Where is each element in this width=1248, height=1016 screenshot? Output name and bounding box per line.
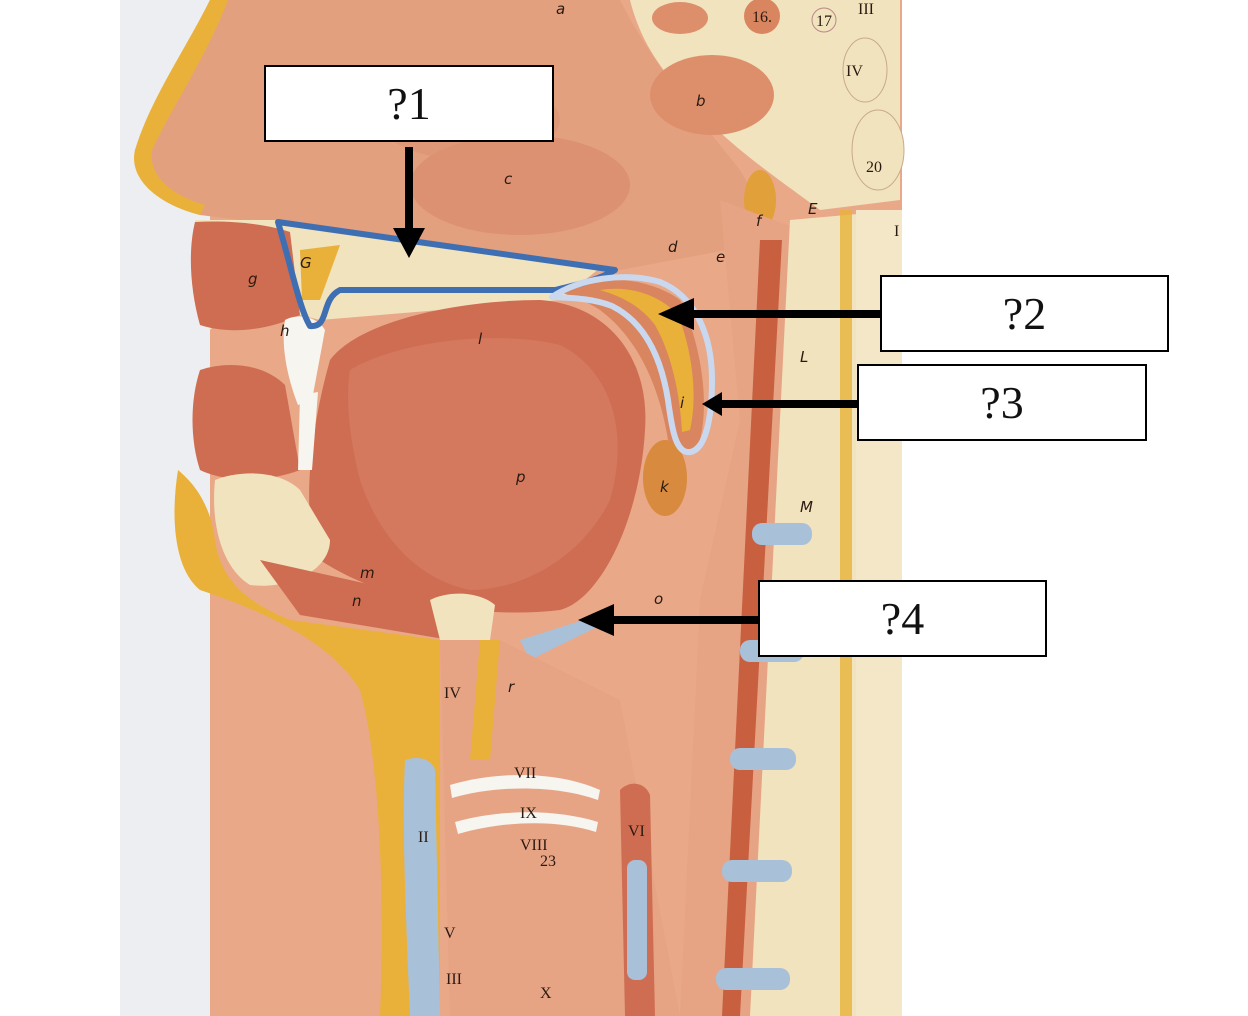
model-numeral: IX — [520, 805, 537, 822]
pituitary — [744, 0, 780, 34]
bone-nodule — [811, 7, 837, 33]
thyroid-cartilage — [403, 758, 440, 1016]
soft-palate-gland — [600, 288, 694, 432]
epiglottic-fat — [470, 640, 500, 760]
model-letter: b — [696, 92, 706, 110]
model-letter: h — [280, 322, 290, 340]
model-numeral: 23 — [540, 853, 556, 870]
arrow-3 — [702, 392, 857, 416]
model-letter: a — [556, 0, 565, 18]
callout-box-4: ?4 — [758, 580, 1047, 657]
model-letter: o — [654, 590, 663, 608]
lower-incisor — [298, 392, 318, 470]
palatine-tonsil — [643, 440, 687, 516]
model-letter: L — [800, 348, 808, 366]
callout-label: ?2 — [1002, 288, 1047, 339]
model-letter: r — [508, 678, 515, 696]
model-letter: d — [668, 238, 678, 256]
model-letter: m — [360, 564, 375, 582]
arrow-2 — [658, 298, 880, 330]
sinus-upper — [652, 2, 708, 34]
arrow-1 — [393, 147, 425, 258]
model-numeral: 16. — [752, 9, 772, 26]
arrow-4 — [578, 604, 758, 636]
model-letter: M — [800, 498, 813, 516]
model-numeral: 20 — [866, 159, 882, 176]
nasal-skin — [134, 0, 228, 215]
brainstem-part — [842, 37, 888, 103]
clivus — [851, 109, 905, 191]
cricoid-cartilage — [627, 860, 647, 980]
hyoid-bone — [430, 593, 495, 640]
model-letter: p — [515, 468, 526, 486]
model-numeral: X — [540, 985, 552, 1002]
model-letter: f — [756, 212, 764, 230]
model-numeral: VII — [514, 765, 536, 782]
geniohyoid-muscle — [260, 560, 450, 640]
larynx — [440, 640, 680, 1016]
vocal-fold — [455, 812, 598, 834]
model-letters: a b c d e f G g h i k l p m n o r E L M — [248, 0, 818, 696]
callout-box-2: ?2 — [880, 275, 1169, 352]
model-letter: n — [352, 592, 362, 610]
model-numerals: 16. 17 III IV 20 I IV VII IX VIII II V I… — [418, 1, 899, 1002]
middle-concha — [410, 135, 630, 235]
upper-lip — [190, 221, 300, 331]
model-numeral: 17 — [816, 13, 832, 30]
model-letter: e — [716, 248, 725, 266]
model-numeral: IV — [444, 685, 461, 702]
mandible — [214, 473, 330, 586]
model-letter: l — [478, 330, 483, 348]
callout-label: ?1 — [387, 78, 431, 129]
model-numeral: V — [444, 925, 456, 942]
callout-label: ?4 — [880, 593, 925, 644]
model-letter: G — [300, 254, 312, 272]
model-letter: k — [660, 478, 670, 496]
lower-lip — [192, 365, 300, 480]
model-numeral: I — [894, 223, 899, 240]
upper-incisor — [283, 316, 325, 405]
model-numeral: VIII — [520, 837, 548, 854]
callout-box-1: ?1 — [264, 65, 554, 142]
model-numeral: IV — [846, 63, 863, 80]
model-letter: E — [808, 200, 818, 218]
pharyngeal-muscle — [722, 240, 782, 1016]
sphenoid-sinus — [650, 55, 774, 135]
incisive-part — [300, 245, 340, 300]
model-letter: c — [504, 170, 513, 188]
soft-palate-outline — [549, 274, 715, 455]
model-numeral: III — [446, 971, 462, 988]
model-numeral: III — [858, 1, 874, 18]
callout-label: ?3 — [980, 377, 1024, 428]
model-numeral: II — [418, 829, 429, 846]
callout-box-3: ?3 — [857, 364, 1147, 441]
vestibular-fold — [450, 774, 600, 800]
epiglottis — [520, 618, 595, 660]
model-letter: g — [248, 270, 258, 288]
tongue-fibers — [348, 338, 618, 590]
model-letter: i — [680, 394, 685, 412]
model-numeral: VI — [628, 823, 645, 840]
